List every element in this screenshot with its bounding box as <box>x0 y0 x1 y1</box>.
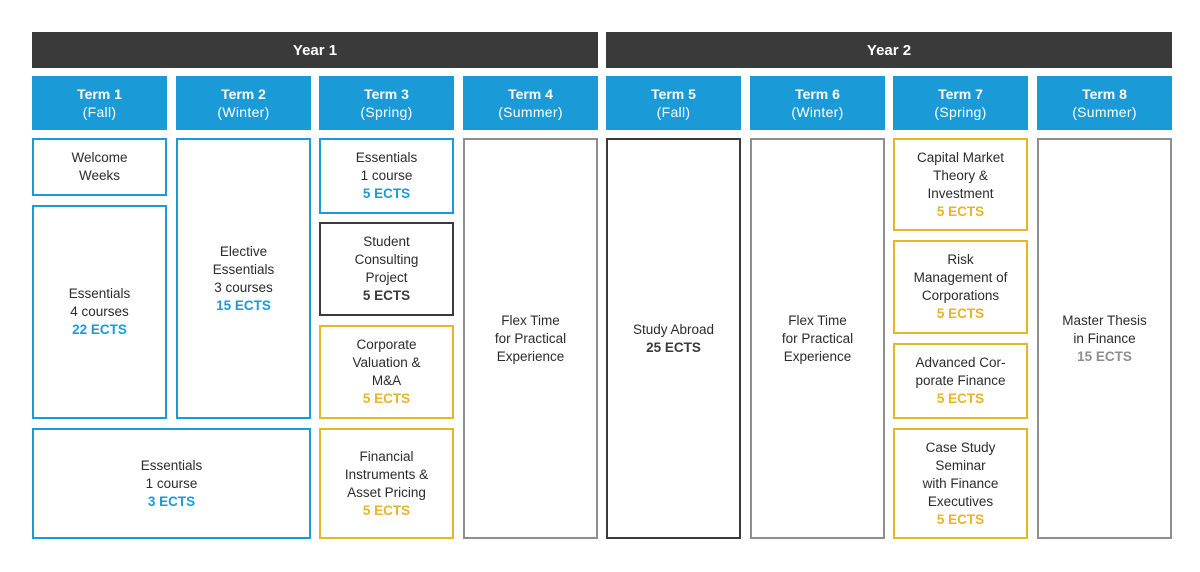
elective-essentials-box: Elective Essentials 3 courses 15 ECTS <box>176 138 311 419</box>
module-line: Advanced Cor- <box>915 355 1006 370</box>
term-1-header: Term 1 (Fall) <box>32 76 167 130</box>
term-name: Term 6 <box>795 86 840 102</box>
flex-time-term4-box: Flex Time for Practical Experience <box>463 138 598 539</box>
flex-time-term6-box: Flex Time for Practical Experience <box>750 138 885 539</box>
term-season: (Summer) <box>498 104 563 120</box>
term-8-header: Term 8 (Summer) <box>1037 76 1172 130</box>
term-5-header: Term 5 (Fall) <box>606 76 741 130</box>
capital-market-box: Capital Market Theory & Investment 5 ECT… <box>893 138 1028 231</box>
module-line: Essentials <box>212 261 275 277</box>
module-line: Consulting <box>354 252 419 267</box>
module-ects: 15 ECTS <box>216 297 271 313</box>
term-season: (Winter) <box>217 104 270 120</box>
term-3-header: Term 3 (Spring) <box>319 76 454 130</box>
corporate-valuation-box: Corporate Valuation & M&A 5 ECTS <box>319 325 454 419</box>
financial-instruments-box: Financial Instruments & Asset Pricing 5 … <box>319 428 454 539</box>
module-ects: 5 ECTS <box>362 502 411 518</box>
term-name: Term 4 <box>508 86 553 102</box>
module-line: for Practical <box>781 330 854 346</box>
module-line: Essentials <box>140 457 203 473</box>
module-line: Master Thesis <box>1062 312 1147 328</box>
term-4-header: Term 4 (Summer) <box>463 76 598 130</box>
student-consulting-project-box: Student Consulting Project 5 ECTS <box>319 222 454 316</box>
master-thesis-box: Master Thesis in Finance 15 ECTS <box>1037 138 1172 539</box>
module-line: Seminar <box>935 457 986 473</box>
module-line: Executives <box>927 493 994 509</box>
module-line: M&A <box>371 373 402 388</box>
study-abroad-box: Study Abroad 25 ECTS <box>606 138 741 539</box>
module-line: Experience <box>496 348 565 364</box>
module-ects: 5 ECTS <box>936 511 985 527</box>
module-ects: 5 ECTS <box>936 306 985 321</box>
module-ects: 5 ECTS <box>362 186 411 201</box>
module-line: Corporate <box>356 337 417 352</box>
module-line: for Practical <box>494 330 567 346</box>
module-line: Experience <box>783 348 852 364</box>
module-line: Project <box>365 270 408 285</box>
term-name: Term 7 <box>938 86 983 102</box>
term-name: Term 5 <box>651 86 696 102</box>
term-season: (Spring) <box>934 104 987 120</box>
module-ects: 5 ECTS <box>362 391 411 406</box>
module-line: Capital Market <box>916 149 1005 165</box>
module-line: 1 course <box>360 168 413 183</box>
module-ects: 22 ECTS <box>72 322 127 337</box>
module-line: in Finance <box>1073 330 1136 346</box>
case-study-seminar-box: Case Study Seminar with Finance Executiv… <box>893 428 1028 539</box>
module-ects: 5 ECTS <box>362 288 411 303</box>
term-season: (Summer) <box>1072 104 1137 120</box>
module-line: Study Abroad <box>632 321 715 337</box>
module-line: Corporations <box>921 288 1000 303</box>
module-line: Investment <box>927 185 994 201</box>
module-ects: 3 ECTS <box>147 493 196 509</box>
term-season: (Fall) <box>656 104 691 120</box>
module-line: Welcome <box>71 150 128 165</box>
module-line: Theory & <box>933 167 988 183</box>
module-ects: 15 ECTS <box>1077 348 1132 364</box>
module-line: 4 courses <box>70 304 129 319</box>
module-line: Flex Time <box>788 312 847 328</box>
term-7-header: Term 7 (Spring) <box>893 76 1028 130</box>
risk-management-box: Risk Management of Corporations 5 ECTS <box>893 240 1028 334</box>
module-line: 1 course <box>145 475 198 491</box>
module-ects: 5 ECTS <box>936 391 985 406</box>
module-line: Flex Time <box>501 312 560 328</box>
term-season: (Spring) <box>360 104 413 120</box>
term-name: Term 1 <box>77 86 122 102</box>
module-line: Student <box>363 234 410 249</box>
module-line: 3 courses <box>214 279 273 295</box>
module-line: Management of <box>913 270 1008 285</box>
module-line: Asset Pricing <box>347 484 426 500</box>
term-season: (Winter) <box>791 104 844 120</box>
module-line: Valuation & <box>352 355 421 370</box>
welcome-weeks-box: Welcome Weeks <box>32 138 167 196</box>
term-name: Term 8 <box>1082 86 1127 102</box>
term-6-header: Term 6 (Winter) <box>750 76 885 130</box>
essentials-term3-box: Essentials 1 course 5 ECTS <box>319 138 454 214</box>
module-line: Weeks <box>78 168 120 183</box>
module-line: Case Study <box>925 439 996 455</box>
module-line: Essentials <box>68 286 131 301</box>
module-line: with Finance <box>922 475 999 491</box>
year-1-header: Year 1 <box>32 32 598 68</box>
term-season: (Fall) <box>82 104 117 120</box>
module-ects: 5 ECTS <box>936 203 985 219</box>
advanced-corporate-finance-box: Advanced Cor- porate Finance 5 ECTS <box>893 343 1028 419</box>
module-line: Risk <box>947 252 974 267</box>
module-line: Essentials <box>355 150 418 165</box>
term-name: Term 3 <box>364 86 409 102</box>
essentials-1-course-box: Essentials 1 course 3 ECTS <box>32 428 311 539</box>
module-line: Elective <box>219 243 268 259</box>
module-line: porate Finance <box>915 373 1006 388</box>
term-2-header: Term 2 (Winter) <box>176 76 311 130</box>
year-2-header: Year 2 <box>606 32 1172 68</box>
module-ects: 25 ECTS <box>646 339 701 355</box>
module-line: Instruments & <box>344 466 429 482</box>
module-line: Financial <box>359 448 414 464</box>
essentials-4-courses-box: Essentials 4 courses 22 ECTS <box>32 205 167 419</box>
term-name: Term 2 <box>221 86 266 102</box>
